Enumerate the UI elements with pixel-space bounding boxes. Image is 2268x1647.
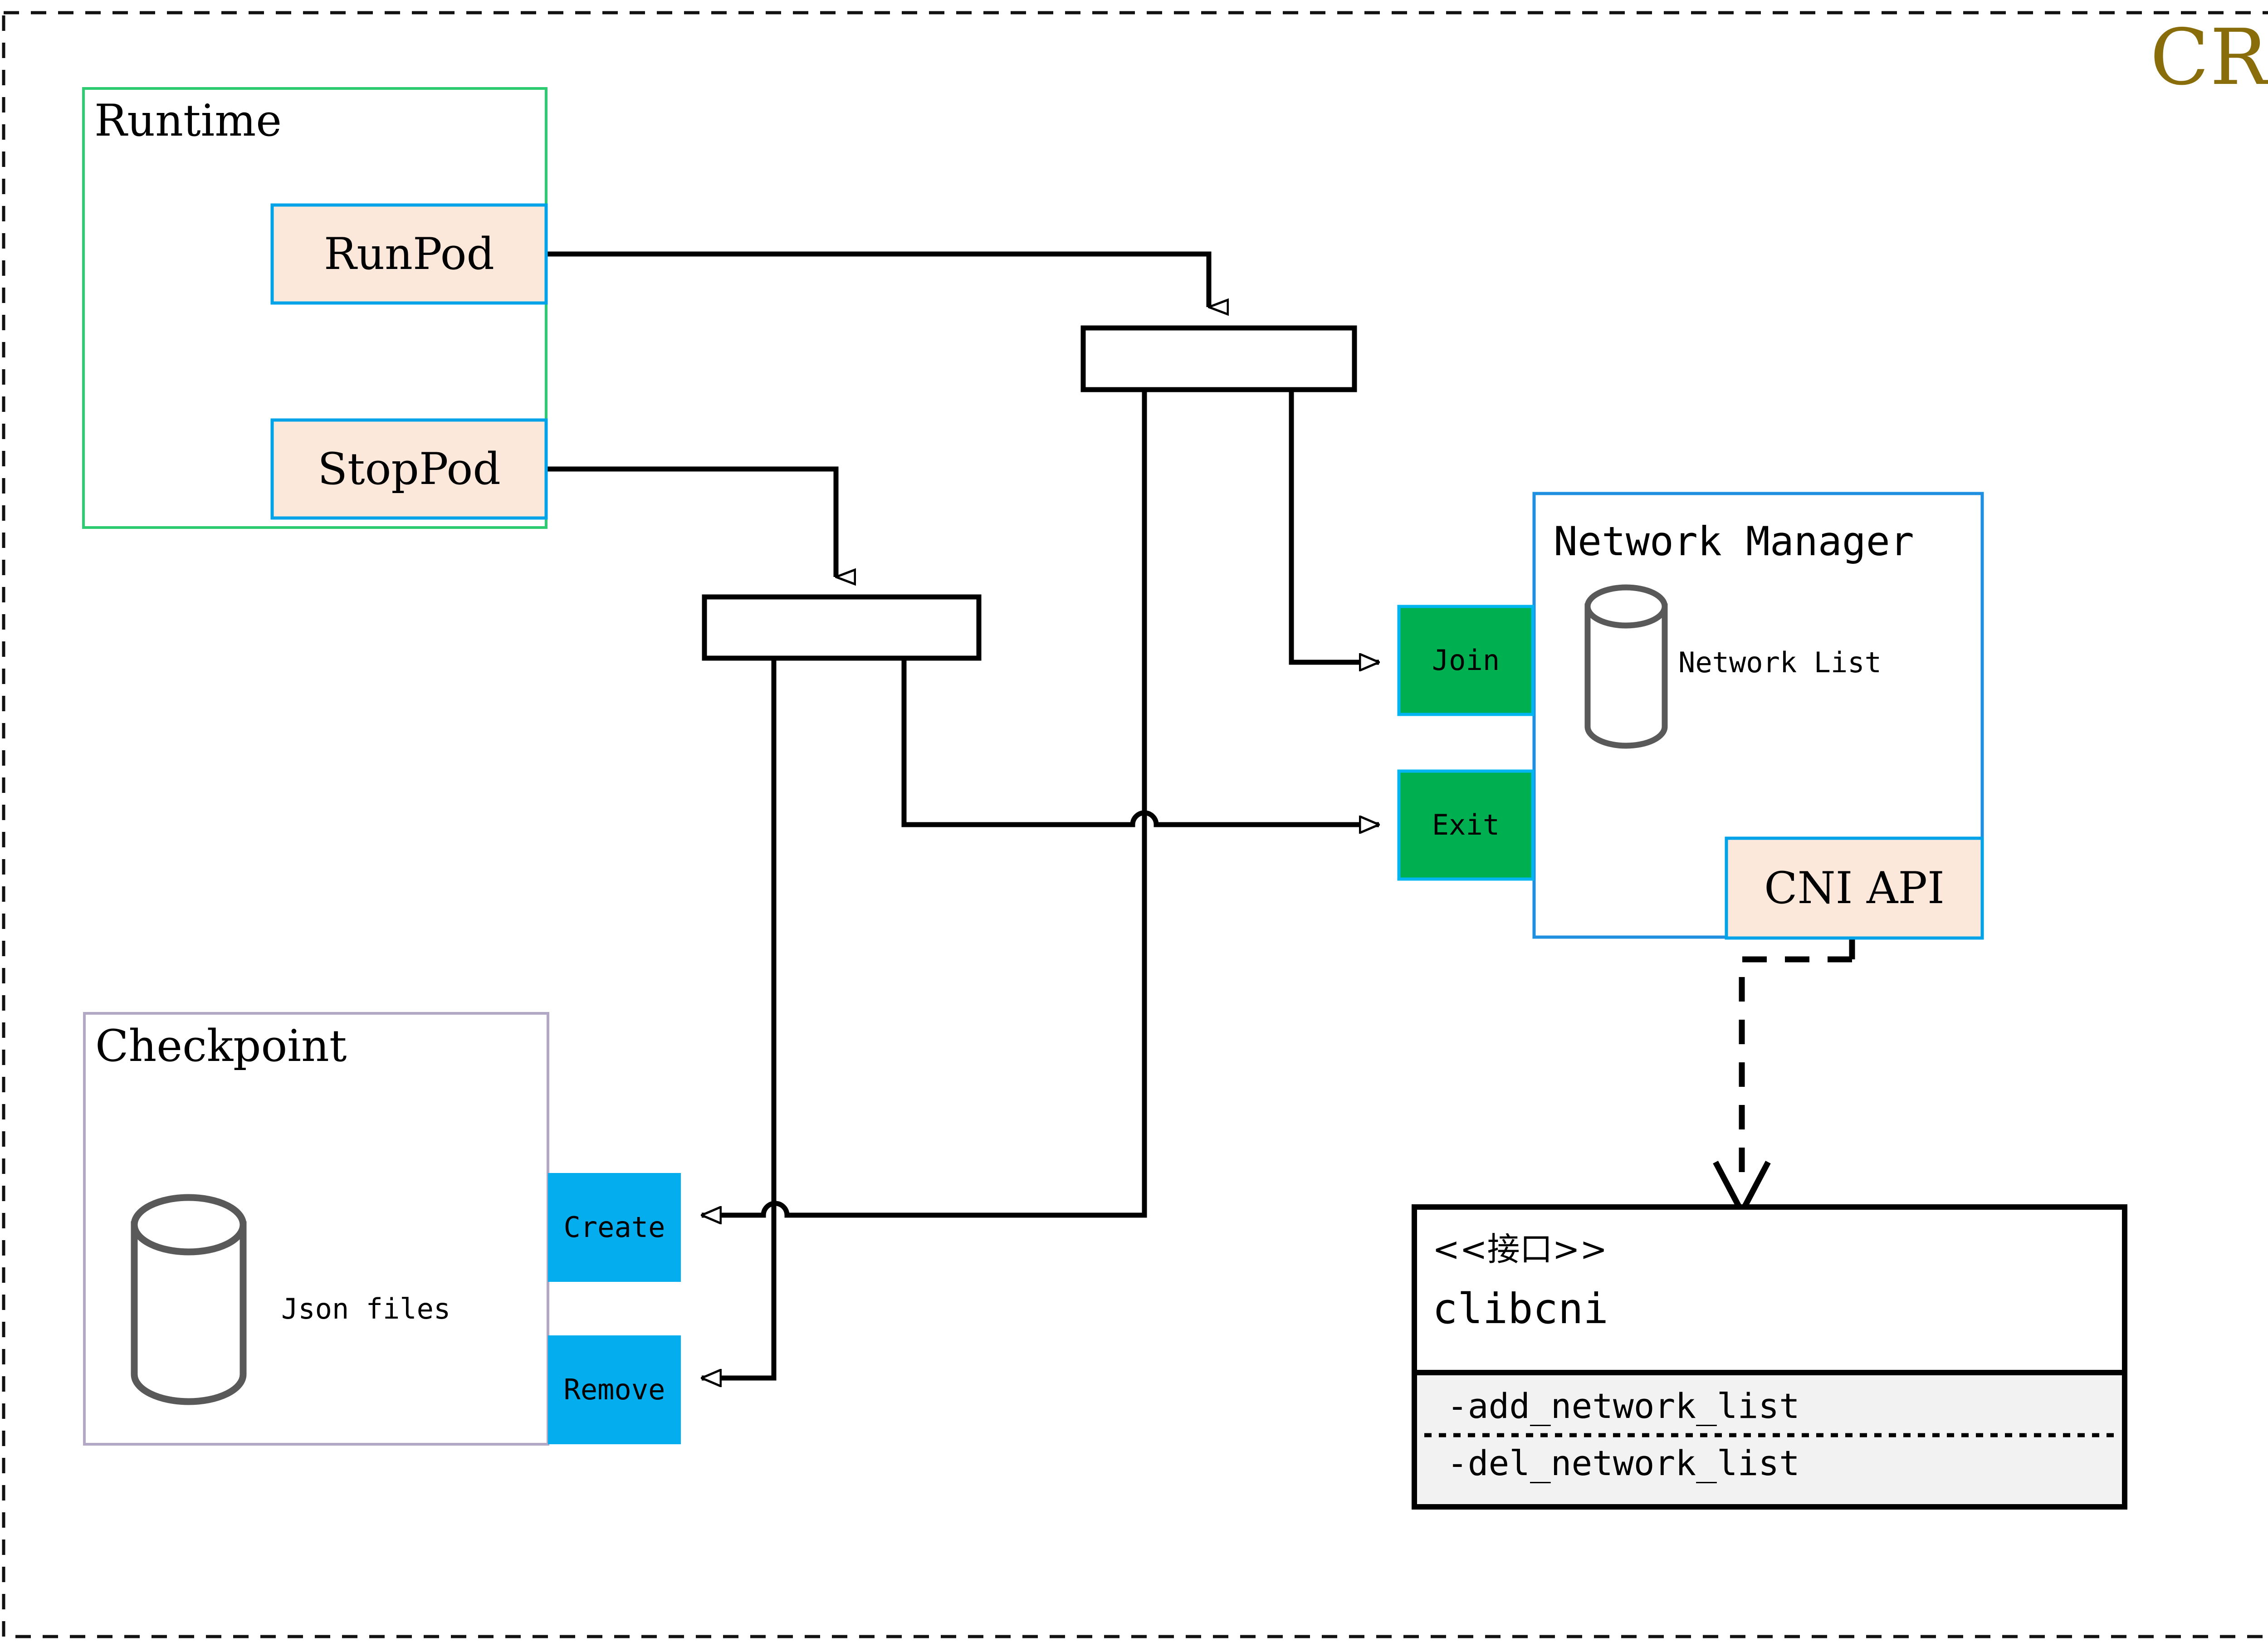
node-cni-api-label[interactable]: CNI API <box>1764 863 1945 914</box>
checkpoint-group-label: Checkpoint <box>95 1021 347 1071</box>
connector-bottom-box <box>702 594 982 661</box>
page-title: CRI <box>2150 13 2268 103</box>
node-exit-label[interactable]: Exit <box>1432 808 1500 841</box>
network-list-label: Network List <box>1678 646 1882 679</box>
node-stoppod-box[interactable] <box>270 418 548 520</box>
node-join-box[interactable] <box>1397 605 1535 716</box>
edge-cniapi-to-clibcni-dashed <box>1739 956 1852 1185</box>
node-runpod-label[interactable]: RunPod <box>324 229 494 279</box>
node-stoppod-label[interactable]: StopPod <box>318 444 501 494</box>
node-create-box[interactable] <box>548 1173 681 1282</box>
node-remove-box[interactable] <box>548 1335 681 1444</box>
node-create-label[interactable]: Create <box>563 1211 665 1244</box>
edge-runpod-to-connector <box>546 251 1209 307</box>
network-manager-group-label: Network Manager <box>1554 518 1914 565</box>
interface-operations-compartment <box>1417 1373 2122 1504</box>
edge-connector-to-join <box>1289 390 1379 662</box>
runtime-group-label: Runtime <box>94 95 282 146</box>
json-files-label: Json files <box>281 1292 451 1325</box>
node-join-label[interactable]: Join <box>1432 644 1500 677</box>
node-exit-box[interactable] <box>1397 769 1535 881</box>
interface-operation: -add_network_list <box>1447 1386 1800 1426</box>
edge-connector-to-remove <box>702 658 777 1378</box>
outer-dashed-frame <box>2 11 2268 1638</box>
interface-name: clibcni <box>1432 1285 1608 1333</box>
edge-stoppod-to-connector <box>546 466 836 577</box>
interface-operation: -del_network_list <box>1447 1443 1800 1483</box>
network-list-cylinder-icon <box>1584 584 1668 749</box>
interface-stereotype: <<接口>> <box>1432 1230 1608 1268</box>
node-cni-api-box[interactable] <box>1725 836 1984 940</box>
node-remove-label[interactable]: Remove <box>563 1373 665 1406</box>
json-files-cylinder-icon <box>131 1194 247 1405</box>
edge-connector-to-exit <box>901 658 1379 825</box>
node-runpod-box[interactable] <box>270 203 548 305</box>
edge-connector-to-create <box>702 390 1147 1215</box>
connector-top-box <box>1080 325 1357 392</box>
